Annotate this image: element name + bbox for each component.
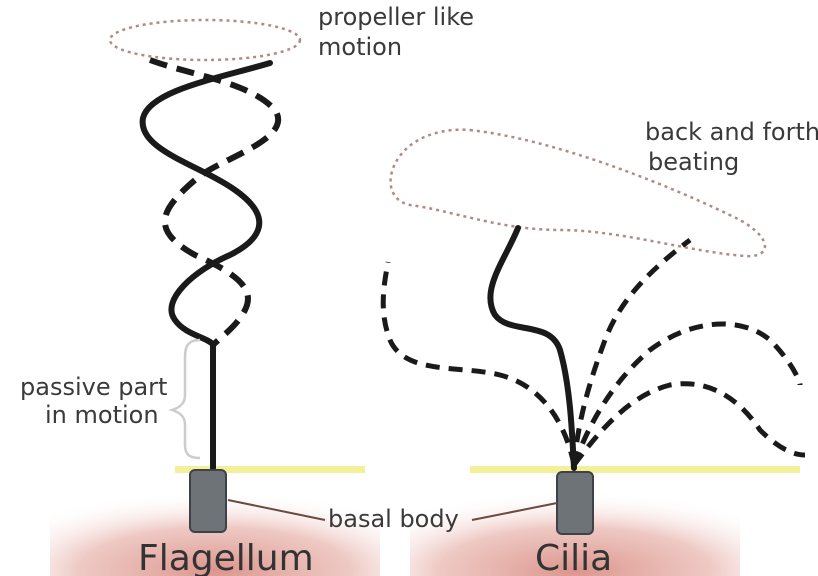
basal-body-cilia (557, 472, 593, 534)
passive-part-bracket (172, 340, 200, 458)
beating-label-line1: back and forth (645, 118, 818, 146)
propeller-label-line2: motion (318, 33, 402, 61)
flagellum-dashed-strand (150, 60, 278, 345)
flagellum-title: Flagellum (138, 538, 314, 576)
basal-body-flagellum (190, 470, 226, 532)
cilia-dashed-strand-3 (574, 324, 800, 465)
membrane-right (470, 466, 800, 473)
passive-label-line1: passive part (20, 373, 167, 401)
cilia-title: Cilia (535, 538, 612, 576)
beating-label-line2: beating (648, 148, 739, 176)
propeller-label-line1: propeller like (318, 3, 474, 31)
cilia-dashed-strand-1 (383, 262, 574, 465)
basal-body-label: basal body (328, 505, 459, 533)
propeller-motion-outline (110, 20, 300, 60)
cilia-dashed-strand-2 (574, 240, 690, 465)
flagellum-solid-strand (143, 63, 270, 468)
passive-label-line2: in motion (45, 401, 159, 429)
